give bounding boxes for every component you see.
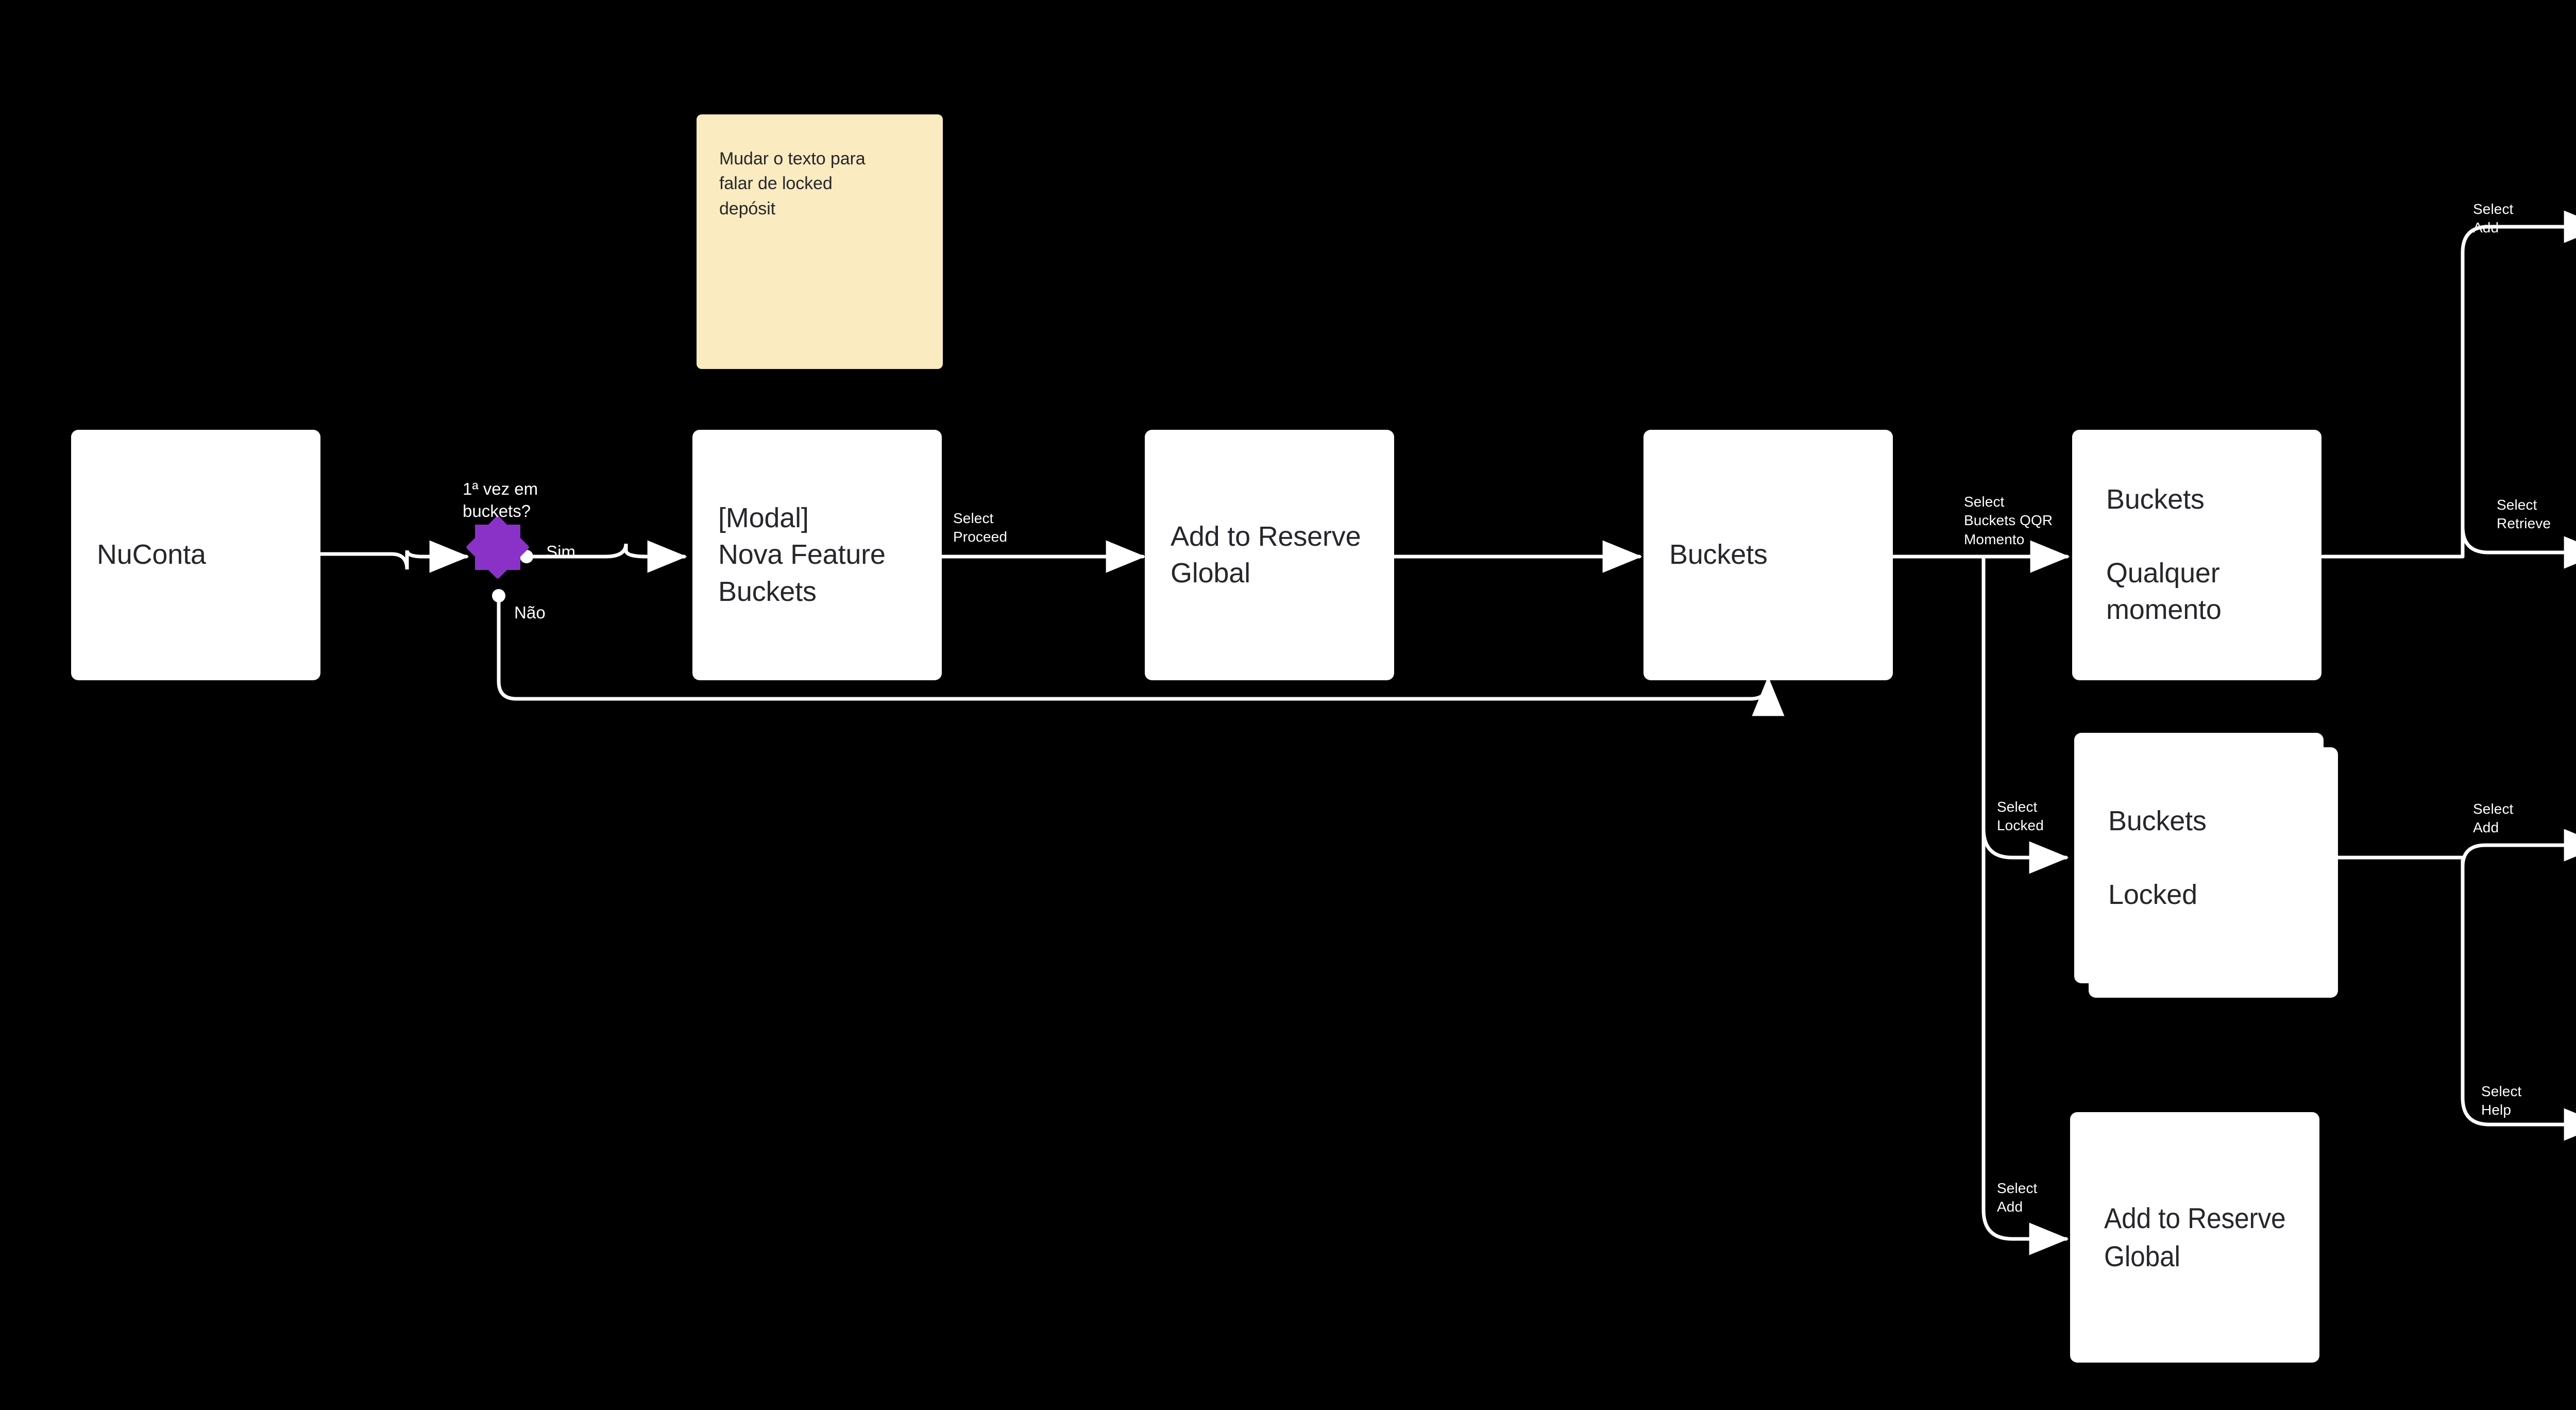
node-buckets-label: Buckets xyxy=(1669,539,1768,570)
node-modal-nova-feature-label: [Modal] Nova Feature Buckets xyxy=(718,502,886,607)
node-nuconta-label: NuConta xyxy=(97,539,206,570)
edge-locked-to-add-locked xyxy=(2461,829,2576,867)
edge-label-sim: Sim xyxy=(546,542,576,561)
edge-label-select-add-bottom: Select Add xyxy=(1997,1180,2038,1215)
node-modal-nova-feature[interactable]: [Modal] Nova Feature Buckets xyxy=(692,430,942,680)
node-buckets-locked-label: Buckets Locked xyxy=(2108,805,2207,910)
edge-label-select-buckets-qqr-momento: Select Buckets QQR Momento xyxy=(1964,494,2053,547)
edge-decision-nao-to-buckets xyxy=(497,594,1785,716)
node-buckets[interactable]: Buckets xyxy=(1643,430,1893,680)
edge-nuconta-to-decision xyxy=(318,540,469,573)
decision-first-time-question: 1ª vez em buckets? xyxy=(463,479,538,521)
node-buckets-qualquer-momento[interactable]: Buckets Qualquer momento xyxy=(2072,430,2321,680)
node-buckets-qualquer-momento-label: Buckets Qualquer momento xyxy=(2106,484,2222,626)
node-add-reserve-global-2-label: Add to Reserve Global xyxy=(2104,1202,2286,1272)
node-add-reserve-global-2[interactable]: Add to Reserve Global xyxy=(2070,1112,2319,1363)
sticky-note-locked-deposit[interactable]: Mudar o texto para falar de locked depós… xyxy=(697,114,943,369)
node-buckets-locked[interactable]: Buckets Locked xyxy=(2074,733,2338,998)
edge-label-select-add-locked: Select Add xyxy=(2473,801,2514,836)
edge-label-select-add-top: Select Add xyxy=(2473,201,2514,236)
node-add-reserve-global-1[interactable]: Add to Reserve Global xyxy=(1145,430,1394,680)
sticky-note-text: Mudar o texto para falar de locked depós… xyxy=(719,149,866,219)
edge-label-nao: Não xyxy=(514,603,546,622)
node-add-reserve-global-1-label: Add to Reserve Global xyxy=(1171,521,1361,589)
node-nuconta[interactable]: NuConta xyxy=(71,430,320,680)
decision-first-time-diamond[interactable] xyxy=(465,515,530,580)
edge-label-select-locked: Select Locked xyxy=(1997,799,2044,834)
edge-label-select-retrieve: Select Retrieve xyxy=(2497,497,2551,532)
edge-label-select-proceed: Select Proceed xyxy=(953,510,1007,545)
edge-label-select-help: Select Help xyxy=(2481,1083,2522,1118)
